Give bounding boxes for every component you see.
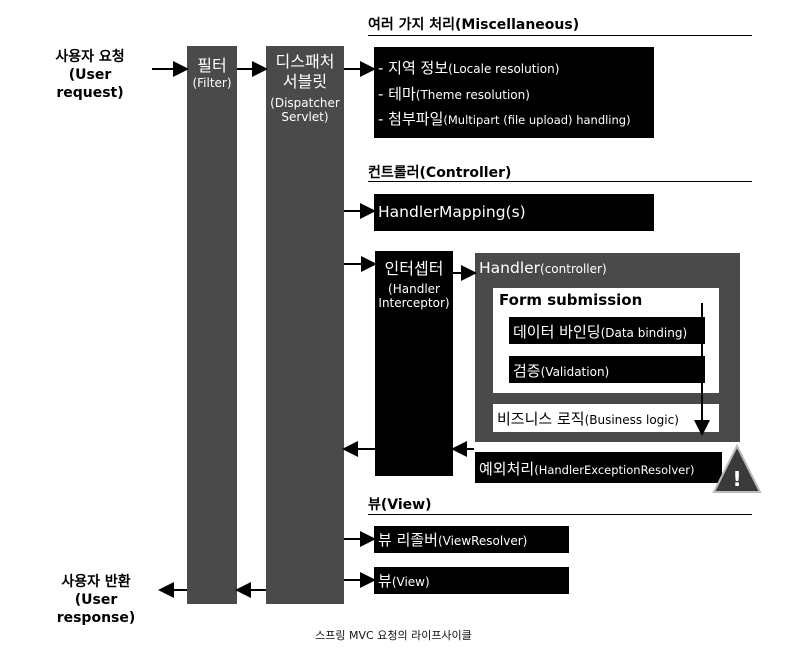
exception-ko: 예외처리	[479, 460, 535, 478]
misc-item-multipart-en: (Multipart (file upload) handling)	[443, 113, 631, 127]
interceptor-label-ko: 인터셉터	[384, 259, 444, 278]
misc-header: 여러 가지 처리(Miscellaneous)	[368, 17, 580, 33]
misc-divider	[368, 35, 752, 36]
interceptor-label-en-1: (Handler	[388, 282, 440, 296]
form-submission-label: Form submission	[499, 291, 643, 309]
validation-box: 검증(Validation)	[509, 356, 705, 383]
warning-triangle-icon: !	[712, 443, 762, 493]
data-binding-ko: 데이터 바인딩	[513, 323, 601, 341]
dispatcher-label-ko-1: 디스패처	[275, 52, 335, 71]
interceptor-label-en-2: Interceptor)	[378, 296, 450, 310]
user-response-ko: 사용자 반환	[61, 574, 131, 590]
misc-box: - 지역 정보(Locale resolution) - 테마(Theme re…	[374, 47, 654, 138]
dispatcher-label-en-2: Servlet)	[281, 110, 329, 124]
controller-header: 컨트롤러(Controller)	[368, 165, 512, 181]
interceptor-column: 인터셉터 (Handler Interceptor)	[375, 251, 453, 476]
user-request-ko: 사용자 요청	[55, 49, 125, 65]
exception-en: (HandlerExceptionResolver)	[534, 463, 695, 477]
data-binding-box: 데이터 바인딩(Data binding)	[509, 317, 705, 344]
misc-item-locale-en: (Locale resolution)	[448, 62, 560, 76]
view-resolver-ko: 뷰 리졸버	[378, 531, 438, 549]
business-logic-ko: 비즈니스 로직	[497, 410, 585, 428]
user-response-en: (User response)	[56, 592, 136, 626]
view-en: (View)	[391, 575, 430, 589]
dispatcher-label-en-1: (Dispatcher	[270, 96, 340, 110]
dispatcher-servlet-column: 디스패처 서블릿 (Dispatcher Servlet)	[266, 46, 344, 604]
handler-mapping-box: HandlerMapping(s)	[374, 194, 654, 231]
filter-column: 필터 (Filter)	[187, 46, 237, 604]
exception-box: 예외처리(HandlerExceptionResolver)	[475, 452, 722, 483]
validation-en: (Validation)	[540, 365, 610, 379]
user-request-label: 사용자 요청 (User request)	[34, 48, 146, 102]
view-header: 뷰(View)	[368, 497, 432, 513]
business-logic-en: (Business logic)	[584, 413, 679, 427]
filter-label-en: (Filter)	[192, 76, 232, 90]
handler-title-main: Handler	[479, 259, 541, 277]
view-resolver-box: 뷰 리졸버(ViewResolver)	[374, 526, 569, 553]
misc-item-multipart-ko: - 첨부파일	[378, 110, 444, 128]
view-resolver-en: (ViewResolver)	[437, 534, 528, 548]
misc-item-theme: - 테마(Theme resolution)	[378, 83, 530, 104]
business-logic-box: 비즈니스 로직(Business logic)	[493, 404, 719, 432]
view-ko: 뷰	[378, 572, 392, 590]
handler-title-sub: (controller)	[540, 262, 607, 276]
view-box: 뷰(View)	[374, 567, 569, 594]
misc-item-multipart: - 첨부파일(Multipart (file upload) handling)	[378, 108, 631, 129]
warning-symbol: !	[732, 467, 741, 491]
misc-item-locale: - 지역 정보(Locale resolution)	[378, 57, 559, 78]
controller-divider	[368, 181, 752, 182]
validation-ko: 검증	[513, 362, 541, 380]
handler-mapping-label: HandlerMapping(s)	[378, 203, 526, 221]
user-response-label: 사용자 반환 (User response)	[34, 573, 158, 627]
data-binding-en: (Data binding)	[600, 326, 688, 340]
handler-title: Handler(controller)	[479, 258, 607, 277]
misc-item-locale-ko: - 지역 정보	[378, 59, 449, 77]
diagram-caption: 스프링 MVC 요청의 라이프사이클	[315, 629, 472, 642]
misc-item-theme-en: (Theme resolution)	[415, 88, 530, 102]
filter-label-ko: 필터	[197, 56, 227, 75]
misc-item-theme-ko: - 테마	[378, 85, 416, 103]
dispatcher-label-ko-2: 서블릿	[282, 72, 328, 91]
user-request-en: (User request)	[56, 67, 124, 101]
view-divider	[368, 514, 752, 515]
